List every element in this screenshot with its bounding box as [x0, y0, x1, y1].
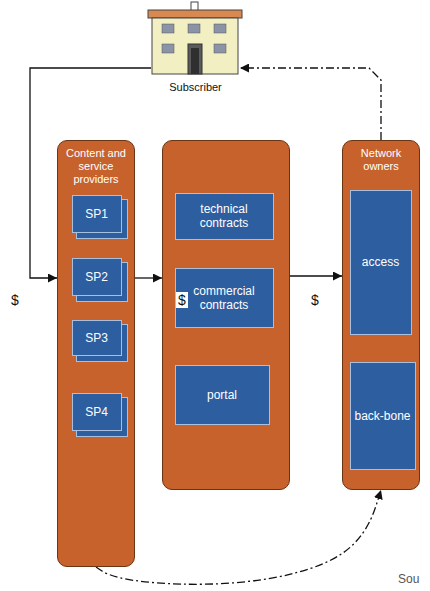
- provider-box: SP2: [72, 258, 122, 296]
- access-box: access: [350, 190, 412, 335]
- portal-box: portal: [175, 365, 270, 425]
- provider-column: Content and service providersSP1SP2SP3SP…: [57, 140, 135, 567]
- node-label: commercial contracts: [176, 282, 273, 314]
- provider-box: SP1: [72, 195, 122, 233]
- money-label: $: [9, 292, 21, 308]
- node-label: portal: [204, 386, 240, 404]
- source-note: Sou: [398, 572, 419, 586]
- flow-arrow: [290, 275, 342, 276]
- node-label: SP1: [82, 205, 111, 223]
- node-label: access: [359, 253, 402, 271]
- flow-arrow: [240, 68, 381, 140]
- network-column: Network owners access back-bone: [342, 140, 420, 490]
- provider-box: SP3: [72, 320, 122, 356]
- node-label: SP4: [82, 403, 111, 421]
- node-label: SP3: [82, 329, 111, 347]
- provider-box: SP4: [72, 393, 122, 431]
- contract-box: technical contracts: [175, 193, 274, 240]
- flow-arrow: [96, 490, 381, 584]
- money-label: $: [309, 292, 321, 308]
- node-label: Subscriber: [169, 81, 222, 96]
- node-label: technical contracts: [176, 200, 273, 232]
- subscriber-node: Subscriber: [151, 0, 240, 96]
- node-label: SP2: [82, 268, 111, 286]
- node-label: back-bone: [351, 407, 413, 425]
- flow-arrow: [135, 277, 162, 278]
- contract-box: commercial contracts: [175, 268, 274, 328]
- money-label: $: [176, 292, 188, 308]
- node-label: Content and service providers: [58, 141, 134, 186]
- backbone-box: back-bone: [350, 362, 416, 470]
- node-label: Network owners: [343, 141, 419, 173]
- broker-column: technical contracts commercial contracts p…: [162, 140, 290, 490]
